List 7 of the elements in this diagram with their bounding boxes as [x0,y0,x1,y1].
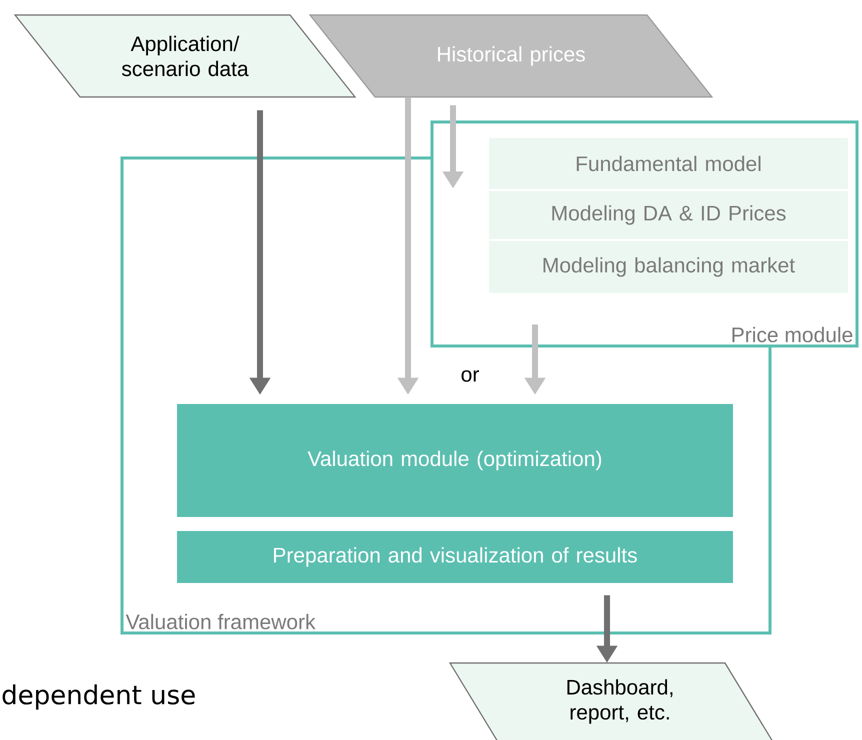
model-band: Modeling balancing market [489,241,848,293]
model-band: Fundamental model [489,138,848,189]
model-band: Modeling DA & ID Prices [489,191,848,239]
process-box: Valuation module (optimization) [177,404,733,517]
or-label: or [462,370,479,382]
caption-text: dependent use [2,684,195,710]
process-box: Preparation and visualization of results [177,531,733,583]
